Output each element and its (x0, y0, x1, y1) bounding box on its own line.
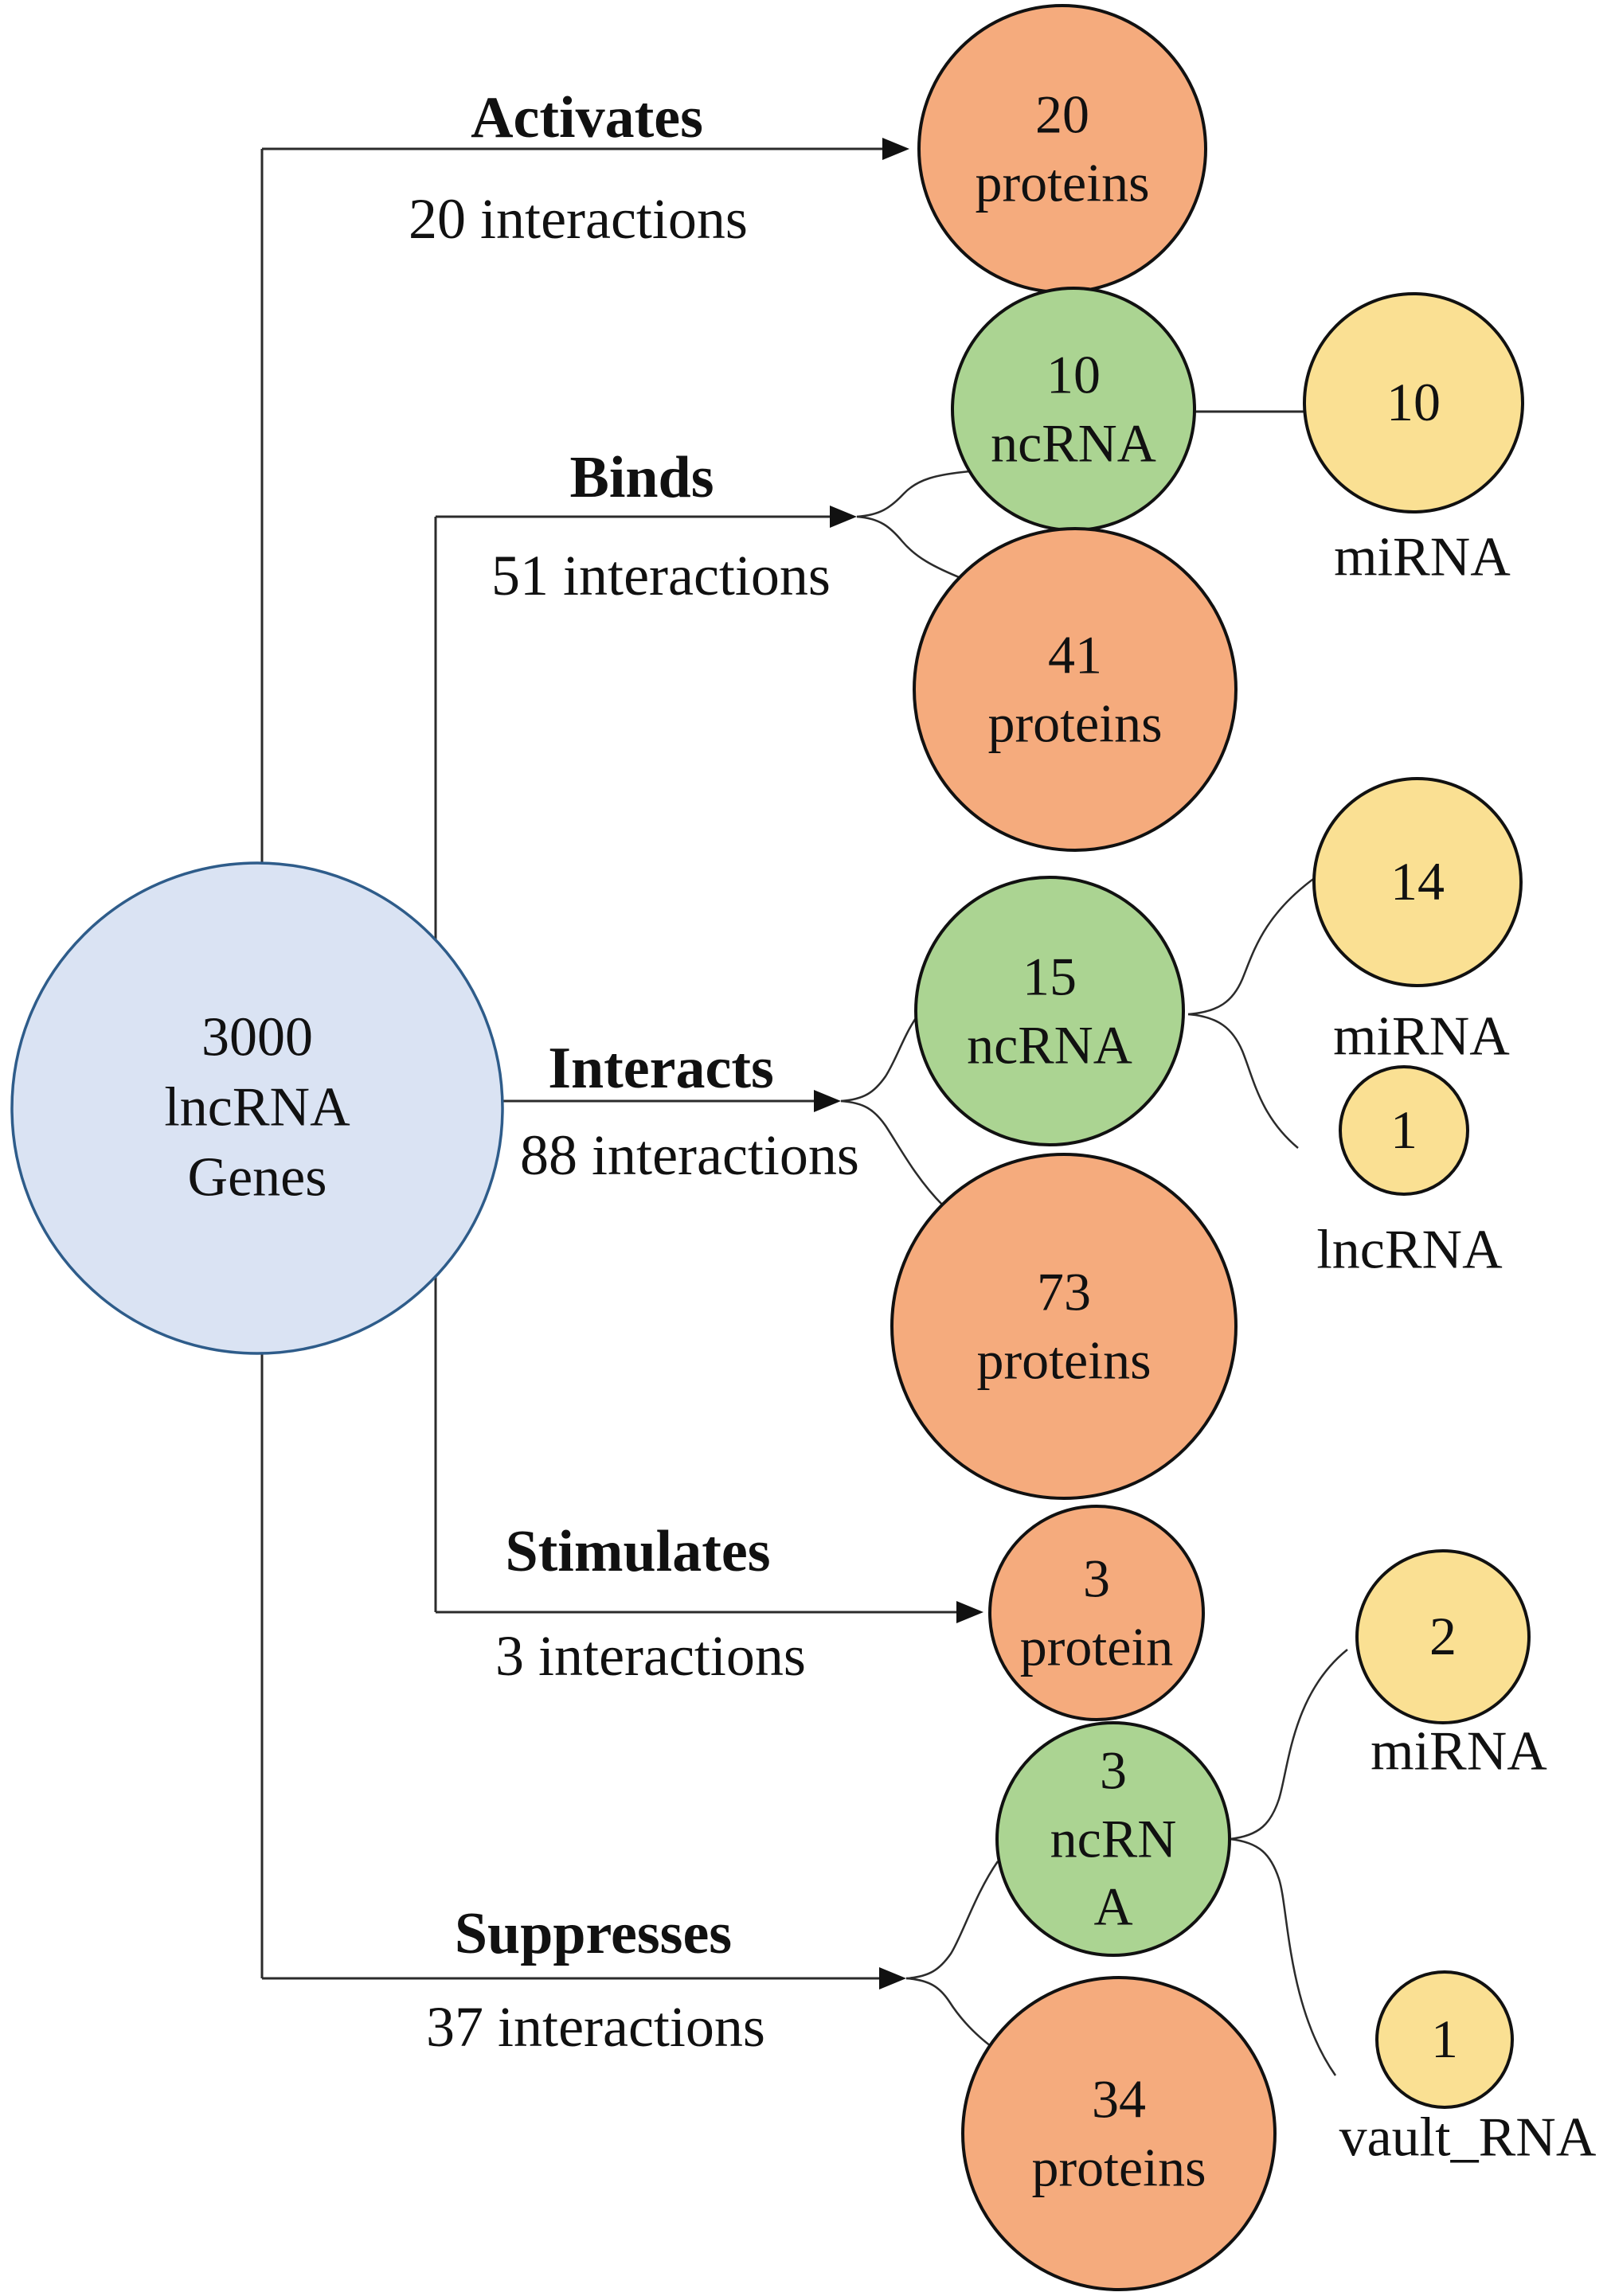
binds-ncrna-text: 10 ncRNA (991, 344, 1156, 473)
suppresses-brace-lower (905, 1977, 1000, 2054)
node-binds-mirna (1303, 292, 1524, 513)
interacts-ncrna-text: 15 ncRNA (967, 946, 1132, 1075)
suppresses-ncrna-brace-lower (1229, 1837, 1337, 2076)
suppresses-count: 37 interactions (426, 1995, 765, 2060)
suppresses-arrowhead-icon (879, 1967, 906, 1989)
lncrna-genes-label: 3000 lncRNA Genes (164, 1006, 350, 1209)
node-suppresses-ncrna (995, 1721, 1231, 1957)
node-interacts-proteins (890, 1153, 1238, 1500)
binds-arrowhead-icon (830, 506, 857, 528)
node-suppresses-mirna (1355, 1549, 1531, 1724)
suppresses-label: Suppresses (454, 1900, 733, 1966)
suppresses-ncrna-brace-upper (1229, 1649, 1348, 1841)
node-stimulates-protein (988, 1505, 1205, 1721)
node-binds-proteins (913, 527, 1238, 852)
binds-label: Binds (569, 444, 714, 510)
suppresses-vault-rna-label: vault_RNA (1339, 2107, 1597, 2169)
interacts-label: Interacts (548, 1035, 774, 1101)
interacts-lncrna-value: 1 (1390, 1099, 1417, 1161)
interacts-brace-lower (840, 1099, 944, 1206)
binds-brace-lower (856, 515, 964, 580)
interacts-ncrna-brace-upper (1187, 876, 1316, 1016)
stimulates-label: Stimulates (505, 1518, 771, 1584)
binds-brace-upper (856, 470, 971, 518)
interacts-arrowhead-icon (814, 1090, 841, 1112)
activates-proteins-text: 20 proteins (975, 84, 1150, 213)
stimulates-arrowhead-icon (956, 1601, 983, 1623)
binds-mirna-value: 10 (1386, 372, 1441, 433)
interacts-mirna-value: 14 (1390, 851, 1445, 912)
node-lncrna-genes (10, 861, 504, 1355)
interacts-ncrna-brace-lower (1187, 1013, 1299, 1149)
node-interacts-lncrna (1339, 1065, 1469, 1196)
activates-label: Activates (471, 84, 703, 150)
activates-arrowhead-icon (882, 138, 909, 160)
suppresses-proteins-text: 34 proteins (1031, 2068, 1206, 2197)
binds-mirna-label: miRNA (1334, 526, 1511, 588)
suppresses-ncrna-text: 3 ncRN A (1050, 1740, 1177, 1937)
stimulates-count: 3 interactions (495, 1624, 806, 1689)
stimulates-protein-text: 3 protein (1019, 1548, 1174, 1677)
node-interacts-ncrna (914, 876, 1185, 1146)
interacts-count: 88 interactions (520, 1123, 859, 1188)
suppresses-mirna-label: miRNA (1371, 1720, 1547, 1783)
node-suppresses-vault-rna (1375, 1970, 1514, 2109)
node-interacts-mirna (1312, 777, 1523, 987)
node-suppresses-proteins (961, 1976, 1277, 2291)
suppresses-vault-rna-value: 1 (1431, 2009, 1458, 2070)
activates-count: 20 interactions (409, 187, 748, 252)
interacts-lncrna-label: lncRNA (1316, 1219, 1503, 1281)
binds-count: 51 interactions (491, 544, 831, 608)
suppresses-brace-upper (905, 1861, 999, 1980)
binds-proteins-text: 41 proteins (987, 624, 1163, 753)
interacts-mirna-label: miRNA (1333, 1005, 1510, 1068)
interacts-proteins-text: 73 proteins (976, 1261, 1152, 1390)
suppresses-mirna-value: 2 (1429, 1606, 1457, 1667)
interacts-brace-upper (840, 1015, 919, 1103)
